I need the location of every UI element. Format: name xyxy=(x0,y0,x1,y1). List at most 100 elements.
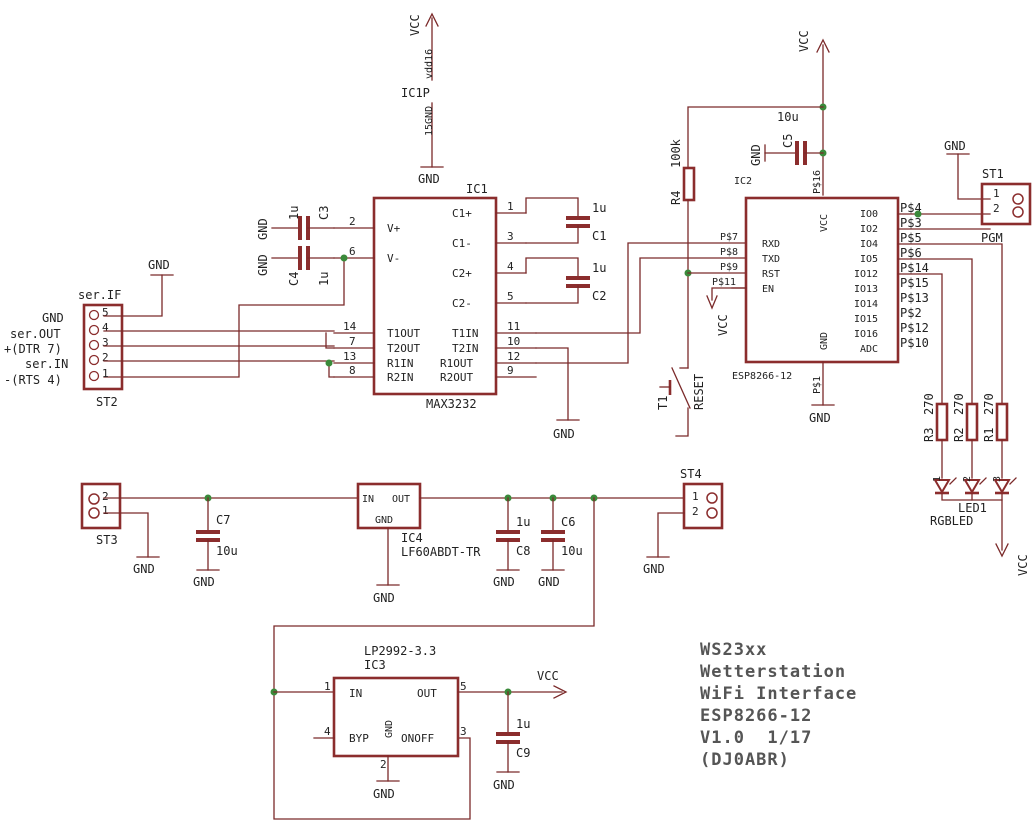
st2-pin-num: 5 xyxy=(102,306,109,319)
esp-right-label: IO4 xyxy=(860,239,878,250)
ic1-pin-num: 12 xyxy=(507,350,520,363)
resistor-r1: R1 270 xyxy=(982,393,1009,442)
ic1p-vcc-label: VCC xyxy=(408,14,422,36)
reset-button-t1: RESET T1 xyxy=(656,367,706,437)
c9-gnd-label: GND xyxy=(493,778,515,792)
ic1-pin-num: 13 xyxy=(343,350,356,363)
st1-pgm-header: GND ST1 1 2 PGM xyxy=(944,139,1032,245)
esp-right-label: IO12 xyxy=(854,269,878,280)
ic4-name: IC4 xyxy=(401,531,423,545)
c8-gnd-label: GND xyxy=(493,575,515,589)
esp-right-pad: P$15 xyxy=(900,276,929,290)
ic3-out: OUT xyxy=(417,687,437,700)
st1-label: PGM xyxy=(981,231,1003,245)
ic1-pin-label: T1IN xyxy=(452,327,479,340)
esp-right-pad: P$6 xyxy=(900,246,922,260)
esp-right-label: IO15 xyxy=(854,314,878,325)
esp-vcc-label: VCC xyxy=(797,30,811,52)
ic3-pin-num: 2 xyxy=(380,758,387,771)
ic1-pin-num: 3 xyxy=(507,230,514,243)
ic1-pin-num: 1 xyxy=(507,200,514,213)
c7-gnd-label: GND xyxy=(193,575,215,589)
led1-vcc-label: VCC xyxy=(1016,554,1030,576)
ic3-in: IN xyxy=(349,687,362,700)
c7-value: 10u xyxy=(216,544,238,558)
st1-name: ST1 xyxy=(982,167,1004,181)
t1-name: T1 xyxy=(656,396,670,410)
ic2-name: IC2 xyxy=(734,176,752,187)
title-line: V1.0 1/17 xyxy=(700,728,812,748)
esp-left-label: RXD xyxy=(762,239,780,250)
ic4-out: OUT xyxy=(392,494,410,505)
esp-left-label: RST xyxy=(762,269,780,280)
capacitor-c4: C4 1u GND xyxy=(256,246,335,286)
st2-pin-num: 2 xyxy=(102,351,109,364)
st3-gnd-label: GND xyxy=(133,562,155,576)
st1-gnd-label: GND xyxy=(944,139,966,153)
ic1-gnd-label: GND xyxy=(553,427,575,441)
st4-power-header: ST4 1 2 xyxy=(680,467,724,530)
r3-value: 270 xyxy=(922,393,936,415)
r3-name: R3 xyxy=(922,428,936,442)
ic1-pin-num: 14 xyxy=(343,320,357,333)
c6-value: 10u xyxy=(561,544,583,558)
st2-pin-label: GND xyxy=(42,311,64,325)
esp-left-label: TXD xyxy=(762,254,780,265)
t1-label: RESET xyxy=(692,374,706,410)
ic3-pin-num: 5 xyxy=(460,680,467,693)
esp-gnd-label: GND xyxy=(809,411,831,425)
esp-left-pad: P$8 xyxy=(720,247,738,258)
esp-right-pad: P$5 xyxy=(900,231,922,245)
esp-left-pad: P$9 xyxy=(720,262,738,273)
c8-value: 1u xyxy=(516,515,530,529)
c9-name: C9 xyxy=(516,746,530,760)
ic3-pin-num: 3 xyxy=(460,725,467,738)
title-line: WiFi Interface xyxy=(700,684,857,704)
st2-gnd-label: GND xyxy=(148,258,170,272)
ic1-pin-label: C1+ xyxy=(452,207,472,220)
led1-pin-num: 2 xyxy=(962,476,973,482)
led1-name: LED1 xyxy=(958,501,987,515)
esp-right-pad: P$13 xyxy=(900,291,929,305)
esp-left-pad: P$11 xyxy=(712,277,736,288)
capacitor-c2: 1u C2 xyxy=(525,257,606,304)
resistor-r3: R3 270 xyxy=(922,393,949,442)
ic1p-vdd-pin: vdd16 xyxy=(424,49,435,79)
esp-right-label: IO16 xyxy=(854,329,878,340)
ic1-pin-num: 11 xyxy=(507,320,520,333)
ic1-pin-label: C2+ xyxy=(452,267,472,280)
r1-name: R1 xyxy=(982,428,996,442)
esp-right-label: ADC xyxy=(860,344,878,355)
esp-left-pad: P$7 xyxy=(720,232,738,243)
ic1p-power-symbol: VCC vdd16 IC1P 15GND GND xyxy=(401,12,444,186)
esp-top-pad: P$16 xyxy=(812,170,823,194)
ic1-pin-num: 6 xyxy=(349,245,356,258)
capacitor-c9: 1u C9 GND xyxy=(493,691,530,792)
ic1-pin-label: R1OUT xyxy=(440,357,473,370)
esp-left-label: EN xyxy=(762,284,774,295)
c3-gnd-label: GND xyxy=(256,218,270,240)
c4-gnd-label: GND xyxy=(256,254,270,276)
en-vcc-label: VCC xyxy=(716,314,730,336)
ic1-pin-label: R2OUT xyxy=(440,371,473,384)
ic2-esp8266: IC2 ESP8266-12 RXD TXD RST EN P$7 P$8 P$… xyxy=(712,170,929,425)
c4-name: C4 xyxy=(287,272,301,286)
ic4-regulator: IN OUT GND IC4 LF60ABDT-TR GND xyxy=(356,482,481,605)
led1-pin-num: 3 xyxy=(992,476,1003,482)
ic3-onoff: ONOFF xyxy=(401,732,434,745)
ic1-max3232: IC1 MAX3232 2 6 14 7 13 8 V+ V- T1OUT T2… xyxy=(333,182,537,411)
st4-gnd-label: GND xyxy=(643,562,665,576)
c2-value: 1u xyxy=(592,261,606,275)
c1-value: 1u xyxy=(592,201,606,215)
ic3-byp: BYP xyxy=(349,732,369,745)
esp-right-pad: P$3 xyxy=(900,216,922,230)
st2-pin-label: ser.OUT xyxy=(10,327,61,341)
c1-name: C1 xyxy=(592,229,606,243)
ic3-ldo-regulator: LP2992-3.3 IC3 IN OUT BYP ONOFF GND 1 5 … xyxy=(313,644,467,801)
esp-vcc-pin-label: VCC xyxy=(819,214,830,232)
led1-part: RGBLED xyxy=(930,514,973,528)
title-line: Wetterstation xyxy=(700,662,846,682)
r2-value: 270 xyxy=(952,393,966,415)
led1-rgbled: 1 2 3 LED1 RGBLED VCC xyxy=(930,476,1030,576)
